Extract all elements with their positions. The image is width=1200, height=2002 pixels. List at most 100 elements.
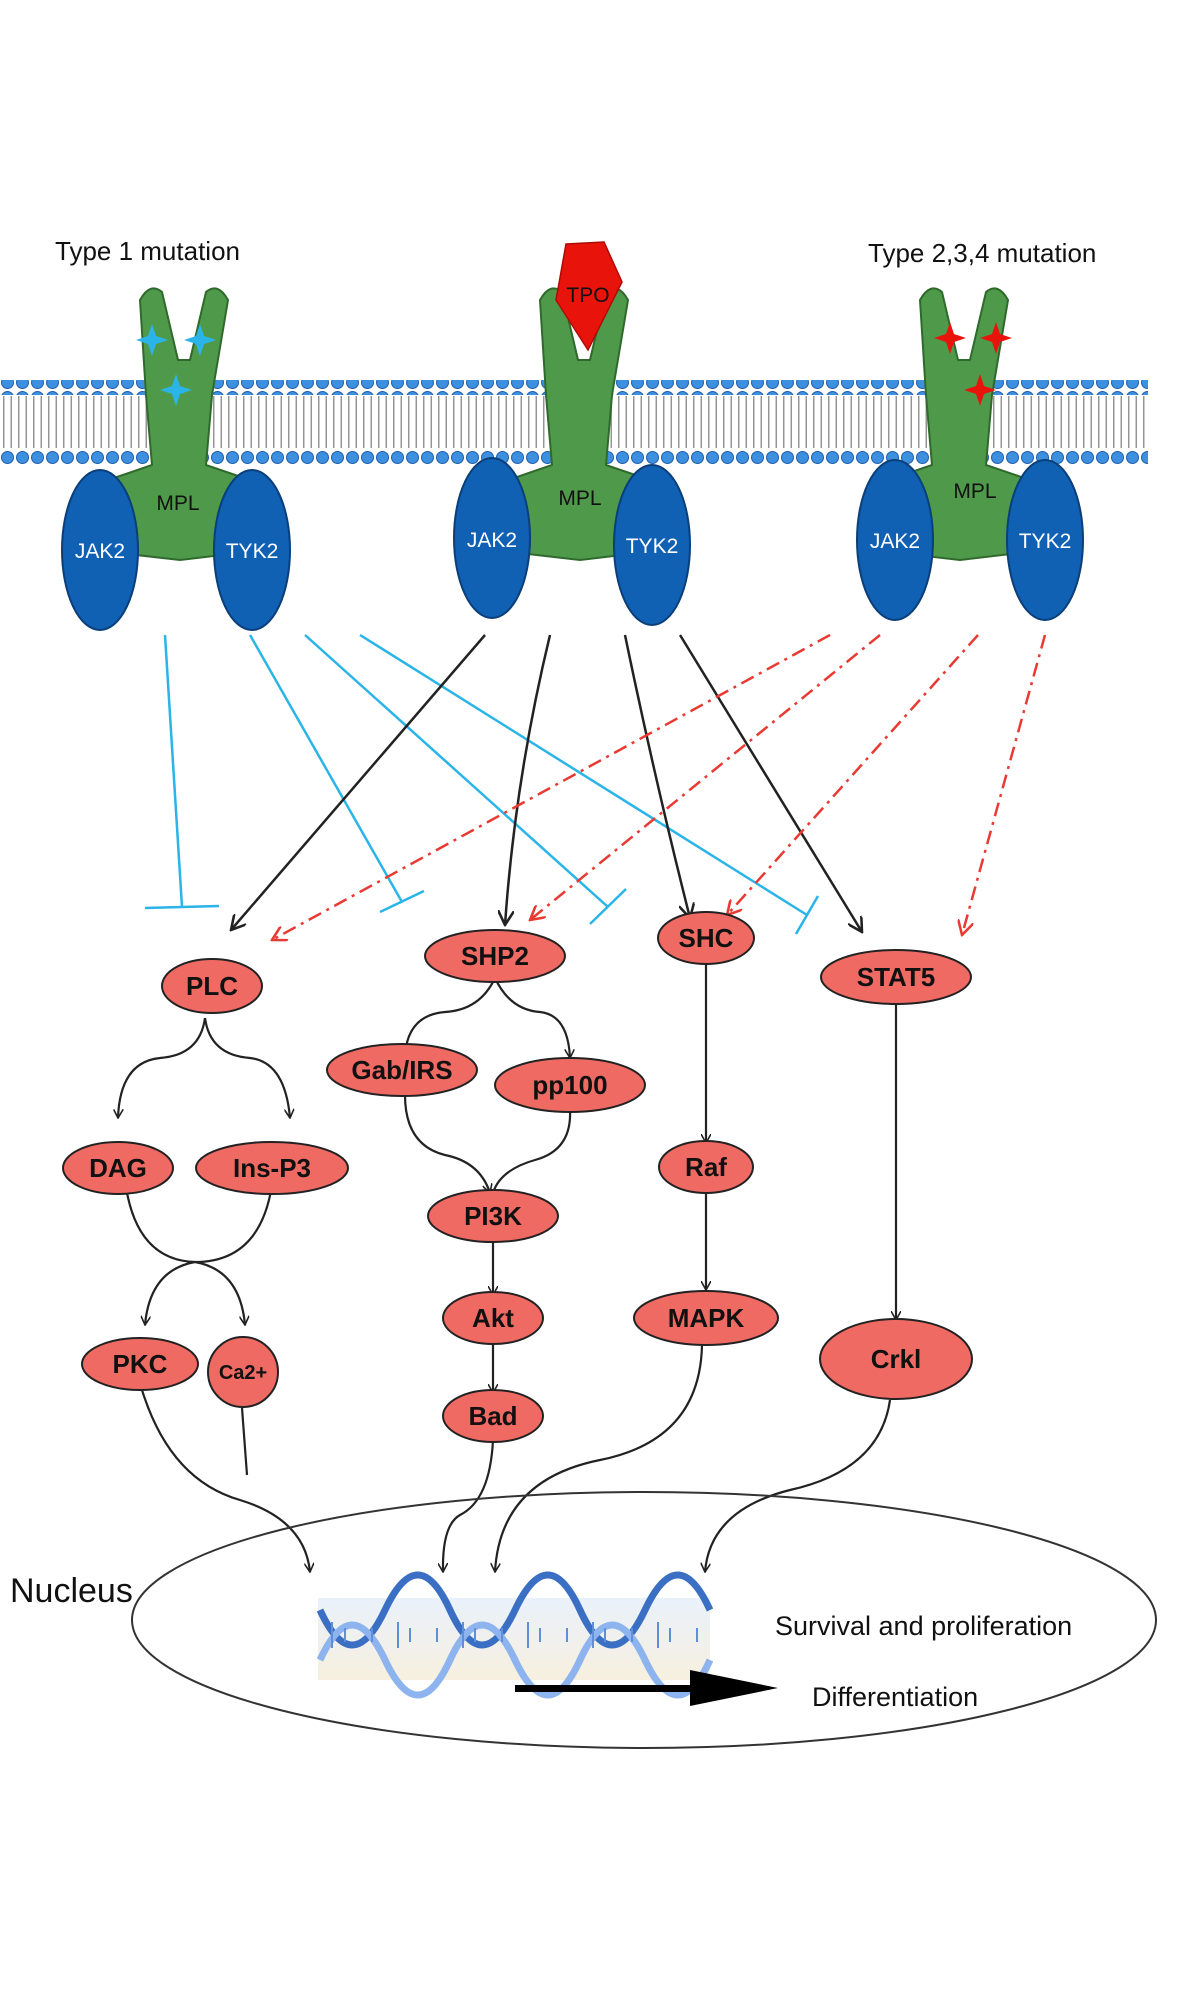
node-pp100-shape: [494, 1057, 646, 1113]
inhibit-shp2: [248, 634, 425, 914]
connector-plc-insp3: [203, 1017, 290, 1118]
mpl-label-center: MPL: [558, 487, 601, 510]
mutation-star-icon: [980, 322, 1012, 354]
node-pkc-label: PKC: [113, 1349, 168, 1379]
connector-crkl-nucleus: [705, 1399, 892, 1572]
jak2-label-center: JAK2: [467, 529, 517, 552]
tyk2-left: [213, 469, 291, 631]
outcome-survival-proliferation: Survival and proliferation: [775, 1611, 1072, 1641]
mutant-arrow-plc: [272, 633, 831, 940]
node-pi3k-label: PI3K: [464, 1201, 522, 1231]
pathway-connectors: [118, 960, 896, 1572]
arrow-jak2-plc: [231, 634, 486, 930]
connector-bad-nucleus: [443, 1439, 495, 1572]
tyk2-center: [613, 464, 691, 626]
inhibition-lines: [144, 633, 820, 935]
dna-base-pairs: [331, 1622, 698, 1648]
node-mapk: MAPK: [633, 1290, 779, 1346]
jak2-center: [453, 457, 531, 619]
mutation-star-icon: [964, 374, 996, 406]
connector-merge-pkc: [145, 1260, 196, 1325]
differentiation-arrow-head: [690, 1670, 778, 1706]
mpl-label-right: MPL: [953, 480, 996, 503]
node-pp100: pp100: [494, 1057, 646, 1113]
jak2-left: [61, 469, 139, 631]
tyk2-label-left: TYK2: [226, 540, 279, 563]
node-plc-label: PLC: [186, 971, 238, 1001]
node-shc: SHC: [657, 911, 755, 965]
node-akt: Akt: [442, 1291, 544, 1345]
node-crkl-label: Crkl: [871, 1344, 922, 1374]
nucleus-membrane: [131, 1491, 1157, 1749]
connector-shp2-pp100: [494, 977, 570, 1058]
node-dag-label: DAG: [89, 1153, 147, 1183]
connector-gab-pi3k: [403, 1094, 490, 1193]
node-pi3k: PI3K: [427, 1189, 559, 1243]
node-shp2: SHP2: [424, 929, 566, 983]
node-mapk-label: MAPK: [668, 1303, 745, 1333]
mpl-label-left: MPL: [156, 492, 199, 515]
node-pp100-label: pp100: [532, 1070, 607, 1100]
node-crkl: Crkl: [819, 1318, 973, 1400]
mutant-arrow-shc: [727, 634, 979, 915]
dna-helix-icon: [316, 1571, 714, 1699]
node-ca: Ca2+: [207, 1336, 279, 1408]
type234-mutation-title: Type 2,3,4 mutation: [868, 238, 1096, 268]
node-akt-shape: [442, 1291, 544, 1345]
node-gab-shape: [326, 1043, 478, 1097]
mutation-star-icon: [160, 374, 192, 406]
jak2-label-left: JAK2: [75, 540, 125, 563]
node-raf: Raf: [658, 1140, 754, 1194]
nucleus: Nucleus Survival and proliferation Diffe…: [10, 1491, 1157, 1749]
node-bad-shape: [442, 1389, 544, 1443]
node-bad-label: Bad: [468, 1401, 517, 1431]
node-shc-shape: [657, 911, 755, 965]
tpo-ligand-icon: [555, 241, 623, 352]
inhibit-plc: [144, 634, 220, 910]
node-raf-label: Raf: [685, 1152, 727, 1182]
connector-mapk-nucleus: [495, 1344, 704, 1572]
tyk2-label-center: TYK2: [626, 535, 679, 558]
jak2-label-right: JAK2: [870, 530, 920, 553]
node-plc-shape: [161, 958, 263, 1014]
node-pkc-shape: [81, 1337, 199, 1391]
node-pi3k-shape: [427, 1189, 559, 1243]
arrow-mpl-shc: [623, 634, 690, 918]
node-dag-shape: [62, 1141, 174, 1195]
node-pkc: PKC: [81, 1337, 199, 1391]
activation-arrows: [231, 634, 862, 932]
connector-ca-nucleus: [240, 1407, 249, 1476]
connector-pkc-nucleus: [140, 1389, 310, 1572]
node-raf-shape: [658, 1140, 754, 1194]
mutant-arrows: [272, 633, 1047, 940]
tpo-label: TPO: [566, 284, 609, 307]
nucleus-label: Nucleus: [10, 1572, 133, 1610]
mutation-star-icon: [184, 324, 216, 356]
receptor-type234: MPL JAK2 TYK2 Type 2,3,4 mutation: [856, 238, 1096, 621]
signaling-nodes: PLC SHP2 SHC STAT5 DAG Ins-P3 Gab/IRS p: [62, 911, 973, 1443]
node-crkl-shape: [819, 1318, 973, 1400]
mutation-star-icon: [136, 324, 168, 356]
arrow-mpl-shp2: [505, 634, 552, 925]
receptor-type1: MPL JAK2 TYK2 Type 1 mutation: [55, 236, 291, 631]
jak2-right: [856, 459, 934, 621]
connector-merge-ca: [194, 1260, 245, 1325]
differentiation-arrow-icon: [515, 1670, 778, 1706]
node-stat5: STAT5: [820, 949, 972, 1005]
receptor-wildtype: TPO MPL JAK2 TYK2: [453, 241, 691, 626]
node-bad: Bad: [442, 1389, 544, 1443]
mutant-arrow-stat5: [962, 634, 1047, 935]
node-plc: PLC: [161, 958, 263, 1014]
tyk2-right: [1006, 459, 1084, 621]
node-dag: DAG: [62, 1141, 174, 1195]
inhibit-shc: [304, 634, 627, 925]
outcome-differentiation: Differentiation: [812, 1682, 978, 1712]
connector-shp2-gab: [405, 977, 496, 1055]
node-gab: Gab/IRS: [326, 1043, 478, 1097]
node-ca-shape: [207, 1336, 279, 1408]
dna-strand-a: [316, 1571, 714, 1649]
differentiation-arrow-shaft: [515, 1685, 720, 1692]
dna-strand-b: [316, 1621, 714, 1699]
inhibit-stat5: [359, 633, 820, 935]
